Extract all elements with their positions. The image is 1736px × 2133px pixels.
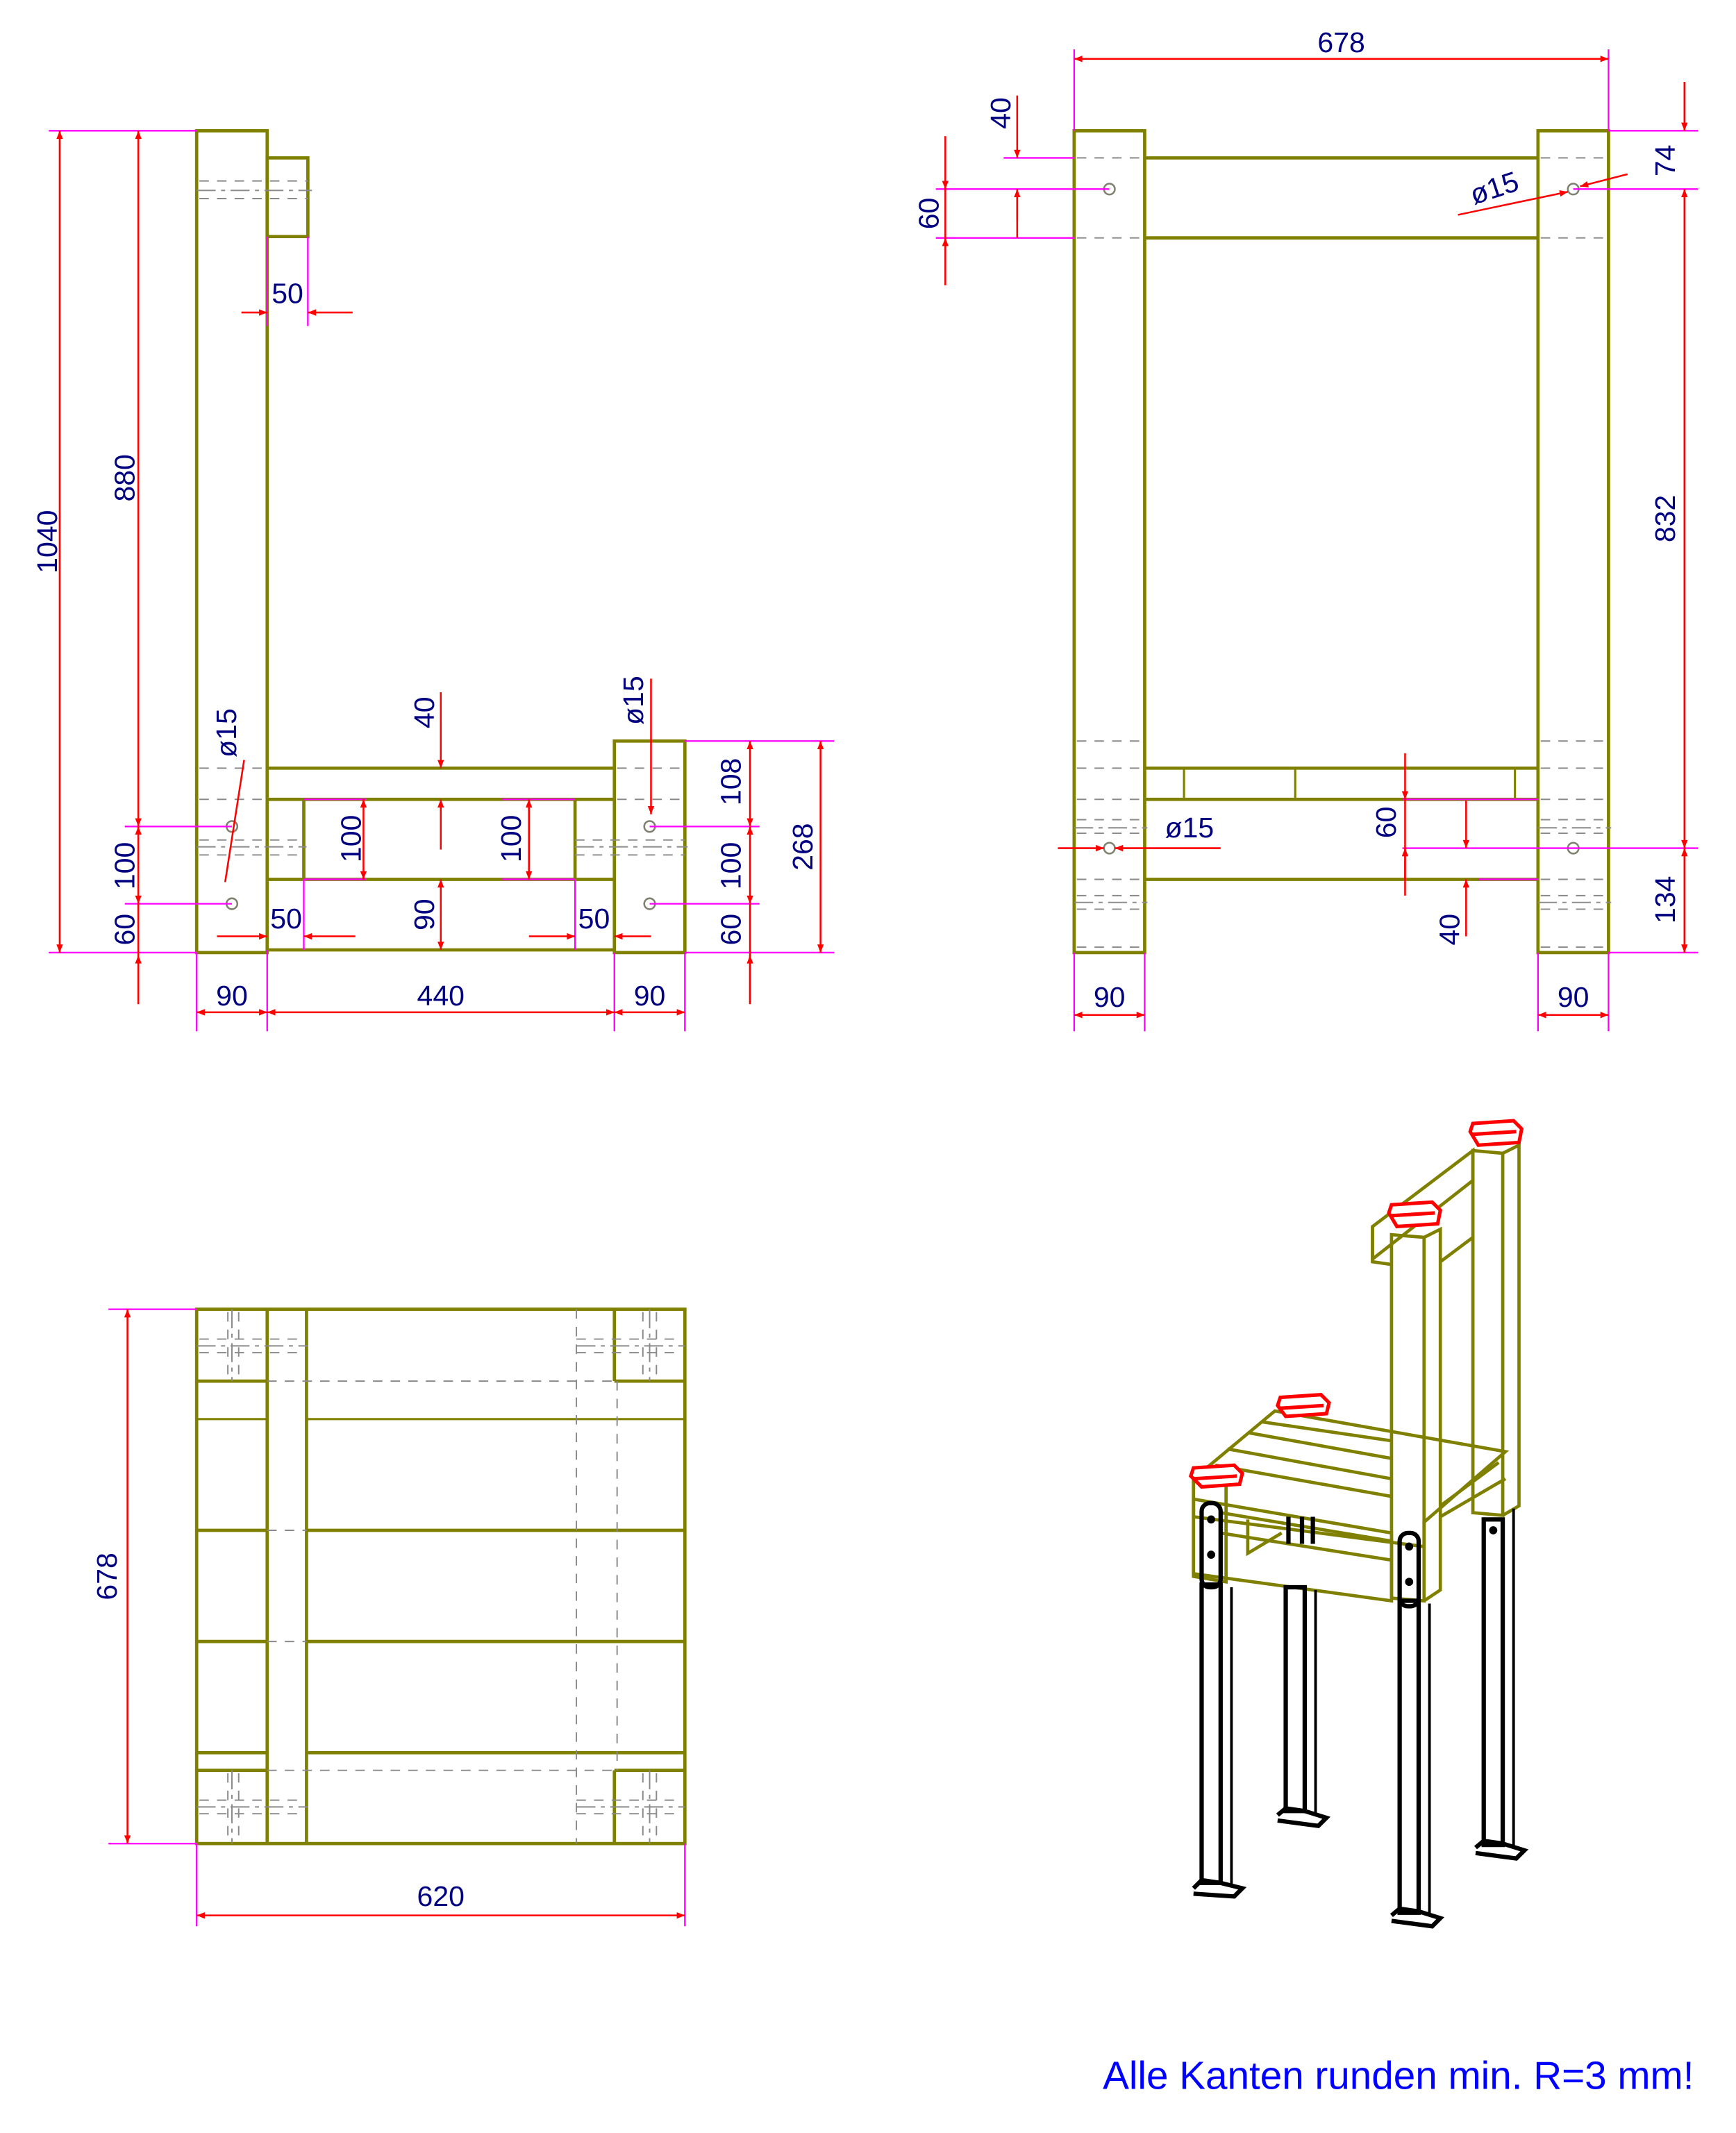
- dim-lower-rail-height: 60: [1370, 807, 1402, 839]
- dim-top-to-hole: 74: [1649, 145, 1681, 177]
- dim-backrest-rail-depth: 50: [272, 277, 303, 309]
- dim-top-rail-height: 60: [913, 198, 945, 230]
- dim-bottom-to-hole-left: 60: [108, 914, 140, 946]
- cap-icon: [1276, 1393, 1331, 1419]
- isometric-view: [1188, 1119, 1529, 1929]
- cap-icon: [1188, 1463, 1244, 1489]
- dim-bolt-spacing-left: 100: [108, 842, 140, 889]
- dim-seat-depth: 678: [91, 1553, 123, 1600]
- dim-bottom-to-hole: 134: [1649, 876, 1681, 923]
- dim-inner-block-height-right: 100: [495, 815, 527, 862]
- dim-hole-diameter-bottom: ø15: [1165, 812, 1215, 844]
- dim-rear-leg-width: 90: [216, 980, 248, 1012]
- dim-lower-rail-offset: 40: [1434, 914, 1466, 946]
- dim-overall-width: 678: [1317, 26, 1364, 58]
- dim-overall-height: 1040: [31, 510, 63, 574]
- dim-upper-rail-height: 40: [408, 696, 440, 728]
- seat-outline: [194, 1307, 687, 1846]
- left-post: [1072, 129, 1146, 955]
- dim-top-rail-offset: 40: [985, 97, 1017, 129]
- dim-backrest-post-height: 880: [108, 454, 140, 501]
- dim-front-leg-height: 268: [787, 823, 819, 870]
- rounding-note: Alle Kanten runden min. R=3 mm!: [1103, 2055, 1694, 2098]
- dim-seat-width: 620: [417, 1880, 465, 1912]
- dim-inner-offset-left: 50: [270, 903, 302, 935]
- dim-inner-block-height-left: 100: [335, 815, 367, 862]
- cap-icon: [1387, 1200, 1442, 1229]
- dim-left-post-width: 90: [1094, 981, 1126, 1013]
- right-post: [1536, 129, 1610, 955]
- dim-front-leg-width: 90: [634, 980, 666, 1012]
- iso-rear-post-right: [1471, 1148, 1505, 1518]
- dim-hole-to-hole: 832: [1649, 495, 1681, 542]
- dim-hole-diameter-left: ø15: [210, 708, 242, 758]
- top-view: 678 620: [91, 1307, 687, 1927]
- cap-icon: [1468, 1119, 1524, 1147]
- dim-lower-rail-height: 90: [408, 898, 440, 930]
- side-view: 1040 880 50 ø15 ø15 40 100 60 100 100 90…: [31, 129, 835, 1032]
- steel-post-icon: [1276, 1516, 1331, 1829]
- dim-front-leg-top-to-hole: 108: [715, 758, 746, 805]
- dim-right-post-width: 90: [1558, 981, 1589, 1013]
- steel-post-icon: [1389, 1530, 1445, 1929]
- steel-post-icon: [1192, 1500, 1247, 1899]
- backrest-rail: [265, 156, 310, 239]
- bolt-hole-icon: [1103, 842, 1116, 855]
- steel-post-icon: [1474, 1508, 1529, 1861]
- rear-post: [194, 129, 269, 955]
- dim-bottom-to-hole-right: 60: [715, 914, 746, 946]
- dim-bolt-spacing-right: 100: [715, 842, 746, 889]
- dim-hole-diameter-right: ø15: [617, 676, 649, 725]
- dim-seat-span: 440: [417, 980, 465, 1012]
- dim-inner-offset-right: 50: [578, 903, 610, 935]
- front-view: 678 40 60 ø15 74 832 ø15 60 40 134 90 90: [913, 26, 1699, 1032]
